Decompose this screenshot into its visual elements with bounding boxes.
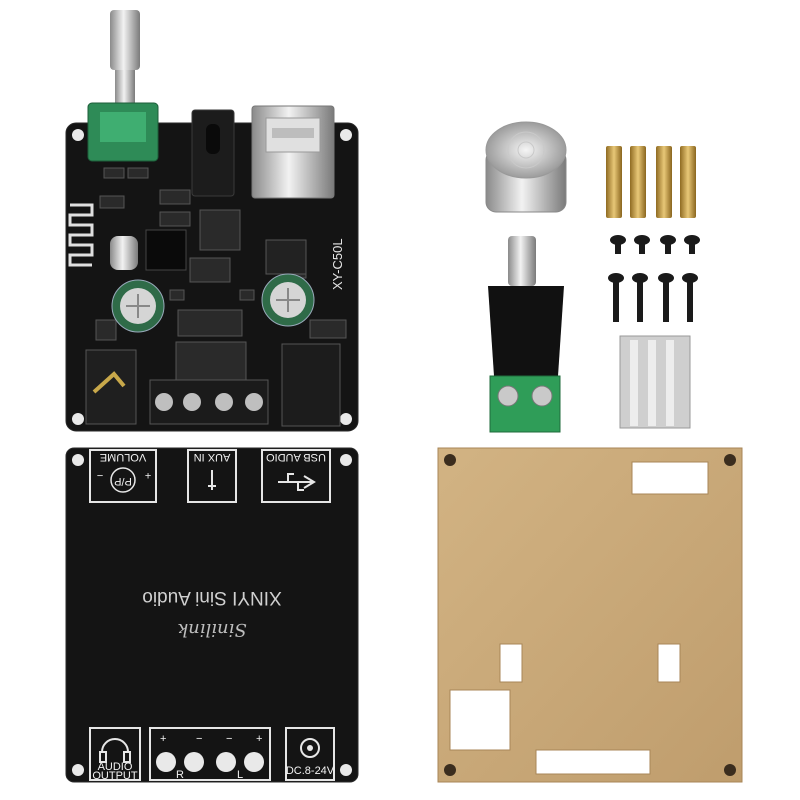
capacitor-left — [111, 279, 165, 333]
short-screws — [610, 235, 700, 254]
regulator — [265, 239, 307, 275]
cutout-left-small — [499, 643, 523, 683]
capacitor-right — [261, 273, 315, 327]
script-logo: Sinilink — [177, 619, 246, 640]
l-label: L — [237, 769, 243, 781]
speaker-output-box: + − − + R L — [149, 727, 271, 781]
audio-output-box: AUDIO OUTPUT — [89, 727, 141, 782]
back-panel: VOLUME P/P + − AUX IN USB AUDIO XINYI Si… — [65, 447, 359, 783]
usb-box: USB AUDIO — [261, 449, 331, 503]
r-label: R — [176, 769, 184, 781]
crystal — [110, 236, 138, 270]
heatsink — [619, 335, 691, 429]
antenna-trace — [68, 203, 94, 267]
potentiometer — [87, 10, 159, 162]
dc-label: DC.8-24V — [286, 765, 335, 777]
cutout-bottom — [535, 749, 651, 775]
r-minus: − — [196, 733, 202, 745]
aux-jack — [191, 109, 235, 197]
audio-output-line2: OUTPUT — [92, 770, 138, 782]
usb-label: USB AUDIO — [266, 451, 326, 463]
brass-standoffs — [606, 146, 696, 218]
bluetooth-chip — [145, 229, 187, 271]
speaker-terminals — [149, 379, 269, 425]
volume-box: VOLUME P/P + − — [89, 449, 157, 503]
pp-label: P/P — [114, 475, 132, 487]
long-screws — [608, 273, 698, 322]
brand-text: XINYI Sini Audio — [142, 587, 281, 608]
l-minus: − — [226, 733, 232, 745]
volume-label: VOLUME — [100, 451, 146, 463]
dc-adapter-plug — [488, 236, 564, 433]
dc-input-box: DC.8-24V — [285, 727, 335, 781]
volume-plus: + — [145, 469, 151, 481]
acrylic-panel — [437, 447, 743, 783]
usb-port — [251, 105, 335, 199]
volume-minus: − — [97, 469, 103, 481]
dc-jack — [281, 343, 341, 427]
aux-box: AUX IN — [187, 449, 237, 503]
headphone-icon — [99, 738, 131, 763]
pcb-board-front: XY-C50L — [65, 10, 359, 432]
usb-symbol-icon — [278, 473, 316, 491]
volume-knob — [485, 121, 567, 213]
audio-output-line1: AUDIO — [98, 761, 133, 773]
cutout-right-small — [657, 643, 681, 683]
aux-label: AUX IN — [194, 451, 231, 463]
cutout-bottom-left — [449, 689, 511, 751]
r-plus: + — [160, 733, 166, 745]
cutout-top — [631, 461, 709, 495]
pcb-model-label: XY-C50L — [330, 238, 345, 290]
smd-components — [95, 167, 347, 383]
l-plus: + — [256, 733, 262, 745]
audio-output-jack — [85, 349, 137, 425]
